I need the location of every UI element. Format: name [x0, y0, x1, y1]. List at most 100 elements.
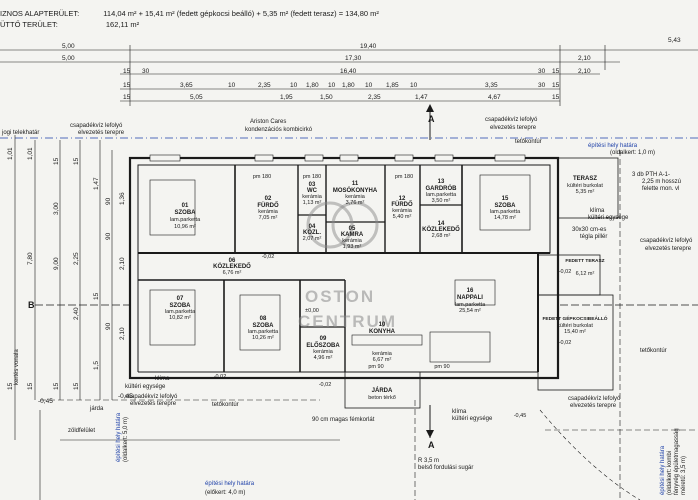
svg-text:JÁRDA: JÁRDA [372, 387, 393, 394]
svg-text:ELŐSZOBA: ELŐSZOBA [306, 342, 340, 349]
note-kulteri-1: kültéri egysége [588, 215, 629, 221]
dim-row-5: 15 5,05 1,95 1,50 2,35 1,47 4,67 15 [123, 94, 560, 101]
dim-r3-1: 30 [142, 68, 150, 75]
dim-l-8: 2,40 [73, 307, 80, 320]
svg-text:15: 15 [502, 196, 509, 202]
svg-text:WC: WC [307, 188, 318, 194]
dim-r2-2: 2,10 [578, 55, 591, 62]
svg-text:SZOBA: SZOBA [495, 203, 517, 209]
level-5: -0,02 [559, 340, 572, 346]
svg-text:kültéri burkolat: kültéri burkolat [567, 183, 603, 189]
note-kulteri-2: kültéri egysége [125, 384, 166, 390]
note-kondenz: kondenzációs kombicirkó [245, 127, 313, 133]
dim-l-13: 15 [53, 382, 60, 390]
svg-text:lam.parketta: lam.parketta [170, 217, 201, 223]
dim-r5-4: 2,35 [368, 94, 381, 101]
room-10: 10 KONYHA kerámia 6,67 m² [369, 322, 396, 363]
dim-l-0: 1,01 [7, 147, 14, 160]
svg-text:SZOBA: SZOBA [253, 323, 275, 329]
header-plot-area-value: 162,11 m² [105, 20, 140, 29]
dim-l-5: 7,80 [27, 252, 34, 265]
note-epitesi-bot: építési hely határa [205, 481, 255, 487]
dim-r5-3: 1,50 [320, 94, 333, 101]
svg-text:4,96 m²: 4,96 m² [314, 355, 333, 361]
note-epitesi-bl-2: (oldalkert: 5,0 m) [123, 417, 129, 462]
svg-text:FÜRDŐ: FÜRDŐ [391, 201, 413, 208]
dim-l-18: 90 [105, 322, 112, 330]
dim-r4-2: 10 [228, 82, 236, 89]
room-06: 06 KÖZLEKEDŐ 6,76 m² [213, 258, 251, 276]
dim-row-4: 15 3,65 10 2,35 10 1,80 10 1,80 10 1,85 … [123, 82, 560, 89]
dim-r5-2: 1,95 [280, 94, 293, 101]
svg-text:KÖZLEKEDŐ: KÖZLEKEDŐ [213, 263, 251, 270]
svg-text:12: 12 [399, 196, 406, 202]
svg-text:kerámia: kerámia [372, 351, 393, 357]
dim-l-14: 15 [73, 382, 80, 390]
note-pth-3: felette mon. vl [642, 186, 679, 192]
dim-l-3: 15 [73, 157, 80, 165]
note-jobb-vert-3: fényvég épületmagasság [674, 428, 680, 495]
svg-text:5,40 m²: 5,40 m² [393, 214, 412, 220]
note-elvezetes-3: elvezetés terepre [645, 246, 692, 252]
dim-l-6: 2,25 [73, 252, 80, 265]
room-08: 08 SZOBA lam.parketta 10,26 m² [248, 316, 279, 341]
dim-r1-0: 5,00 [62, 43, 75, 50]
note-zoldfelulet: zöldfelület [68, 428, 95, 434]
dim-r4-6: 10 [328, 82, 336, 89]
dim-r4-3: 2,35 [258, 82, 271, 89]
dim-r4-9: 1,85 [386, 82, 399, 89]
svg-text:kültéri burkolat: kültéri burkolat [557, 323, 593, 329]
dim-l-15: 15 [93, 292, 100, 300]
dim-r3-0: 15 [123, 68, 131, 75]
svg-text:lam.parketta: lam.parketta [455, 302, 486, 308]
note-pillar: 30x30 cm-es [572, 227, 606, 233]
svg-text:6,67 m²: 6,67 m² [373, 357, 392, 363]
svg-text:07: 07 [177, 296, 184, 302]
opening-pm90-1: pm 90 [434, 364, 449, 370]
svg-text:01: 01 [182, 203, 189, 209]
level-3: ±0,00 [305, 308, 319, 314]
dim-l-20: 2,10 [119, 257, 126, 270]
note-tetokontur-3: tetőkontúr [640, 348, 667, 354]
svg-text:04: 04 [309, 224, 316, 230]
dim-l-19: 1,36 [119, 192, 126, 205]
svg-text:FÜRDŐ: FÜRDŐ [257, 202, 279, 209]
note-tetokontur-1: tetőkontúr [515, 139, 542, 145]
opening-pm180-1: pm 180 [253, 174, 271, 180]
note-klima-3: klíma [452, 409, 467, 415]
room-11: 11 MOSÓKONYHA kerámia 3,76 m² [333, 181, 378, 206]
svg-text:05: 05 [349, 226, 356, 232]
header-total-area-label: IZNOS ALAPTERÜLET: [0, 9, 80, 18]
room-05: 05 KAMRA kerámia 1,93 m² [341, 226, 364, 250]
dim-r1-1: 19,40 [360, 43, 377, 50]
svg-text:FEDETT GÉPKOCSIBEÁLLÓ: FEDETT GÉPKOCSIBEÁLLÓ [542, 314, 607, 322]
svg-text:1,13 m²: 1,13 m² [303, 200, 322, 206]
level-6: -0,45 [514, 413, 527, 419]
svg-text:6,76 m²: 6,76 m² [223, 270, 242, 276]
dim-r3-5: 2,10 [578, 68, 591, 75]
svg-text:10: 10 [379, 322, 386, 328]
svg-text:10,82 m²: 10,82 m² [169, 315, 191, 321]
dim-l-12: 15 [27, 382, 34, 390]
dim-l-7: 9,00 [53, 257, 60, 270]
dim-r4-5: 1,80 [306, 82, 319, 89]
svg-text:FEDETT TERASZ: FEDETT TERASZ [565, 258, 604, 264]
note-jogi: jogi telekhatár [1, 130, 39, 136]
dim-r5-1: 5,05 [190, 94, 203, 101]
dim-r4-1: 3,65 [180, 82, 193, 89]
svg-text:kerámia: kerámia [345, 194, 366, 200]
note-klima-1: klíma [590, 208, 605, 214]
note-epitesi-bl: építési hely határa [116, 412, 122, 462]
header-total-area-value: 114,04 m² + 15,41 m² (fedett gépkocsi be… [103, 9, 379, 18]
note-jarda: járda [89, 406, 104, 412]
note-csapadek-5: csapadékvíz lefolyó [568, 396, 621, 402]
svg-text:KÖZL.: KÖZL. [303, 229, 321, 236]
dim-r5-7: 15 [552, 94, 560, 101]
dim-r1-2: 5,43 [668, 37, 681, 44]
room-12: 12 FÜRDŐ kerámia 5,40 m² [391, 196, 413, 220]
note-elvezetes-5: elvezetés terepre [570, 403, 617, 409]
opening-pm180-2: pm 180 [303, 174, 321, 180]
svg-text:KONYHA: KONYHA [369, 329, 396, 335]
header-line-1: IZNOS ALAPTERÜLET: 114,04 m² + 15,41 m² … [0, 9, 379, 18]
